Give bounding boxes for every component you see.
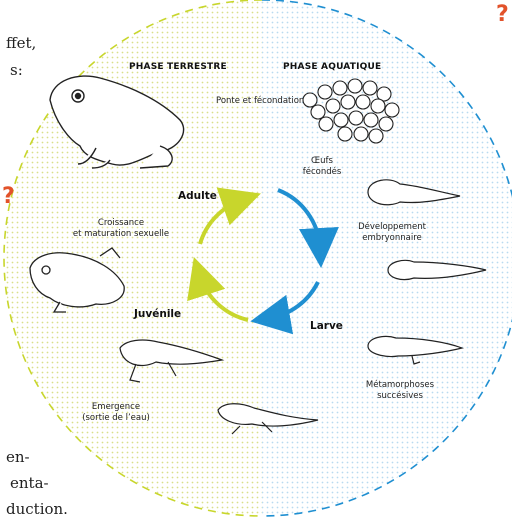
label-emergence-line1: Emergence bbox=[76, 402, 156, 413]
question-mark-left: ? bbox=[2, 184, 15, 209]
stage-adulte-label: Adulte bbox=[178, 190, 217, 202]
label-emergence-line2: (sortie de l’eau) bbox=[76, 413, 156, 424]
label-metamorphoses-line1: Métamorphoses bbox=[360, 380, 440, 391]
question-mark-top: ? bbox=[496, 2, 509, 27]
label-metamorphoses: Métamorphoses succésives bbox=[360, 380, 440, 402]
text-fragment-s: s: bbox=[10, 61, 23, 79]
label-developpement-line1: Développement bbox=[352, 222, 432, 233]
label-developpement: Développement embryonnaire bbox=[352, 222, 432, 244]
text-fragment-en: en- bbox=[6, 448, 30, 466]
label-croissance: Croissance et maturation sexuelle bbox=[66, 218, 176, 240]
phase-aquatique-label: PHASE AQUATIQUE bbox=[283, 62, 381, 72]
stage-larve-label: Larve bbox=[310, 320, 343, 332]
label-oeufs-line2: fécondés bbox=[300, 167, 344, 178]
phase-terrestre-label: PHASE TERRESTRE bbox=[129, 62, 227, 72]
label-oeufs: Œufs fécondés bbox=[300, 156, 344, 178]
label-metamorphoses-line2: succésives bbox=[360, 391, 440, 402]
stage-juvenile-label: Juvénile bbox=[134, 308, 181, 320]
label-croissance-line2: et maturation sexuelle bbox=[66, 229, 176, 240]
label-developpement-line2: embryonnaire bbox=[352, 233, 432, 244]
text-fragment-enta: enta- bbox=[10, 474, 49, 492]
text-fragment-duction: duction. bbox=[6, 500, 68, 518]
label-ponte: Ponte et fécondation bbox=[216, 96, 304, 107]
label-emergence: Emergence (sortie de l’eau) bbox=[76, 402, 156, 424]
label-oeufs-line1: Œufs bbox=[300, 156, 344, 167]
label-croissance-line1: Croissance bbox=[66, 218, 176, 229]
text-fragment-effet: ffet, bbox=[6, 34, 36, 52]
